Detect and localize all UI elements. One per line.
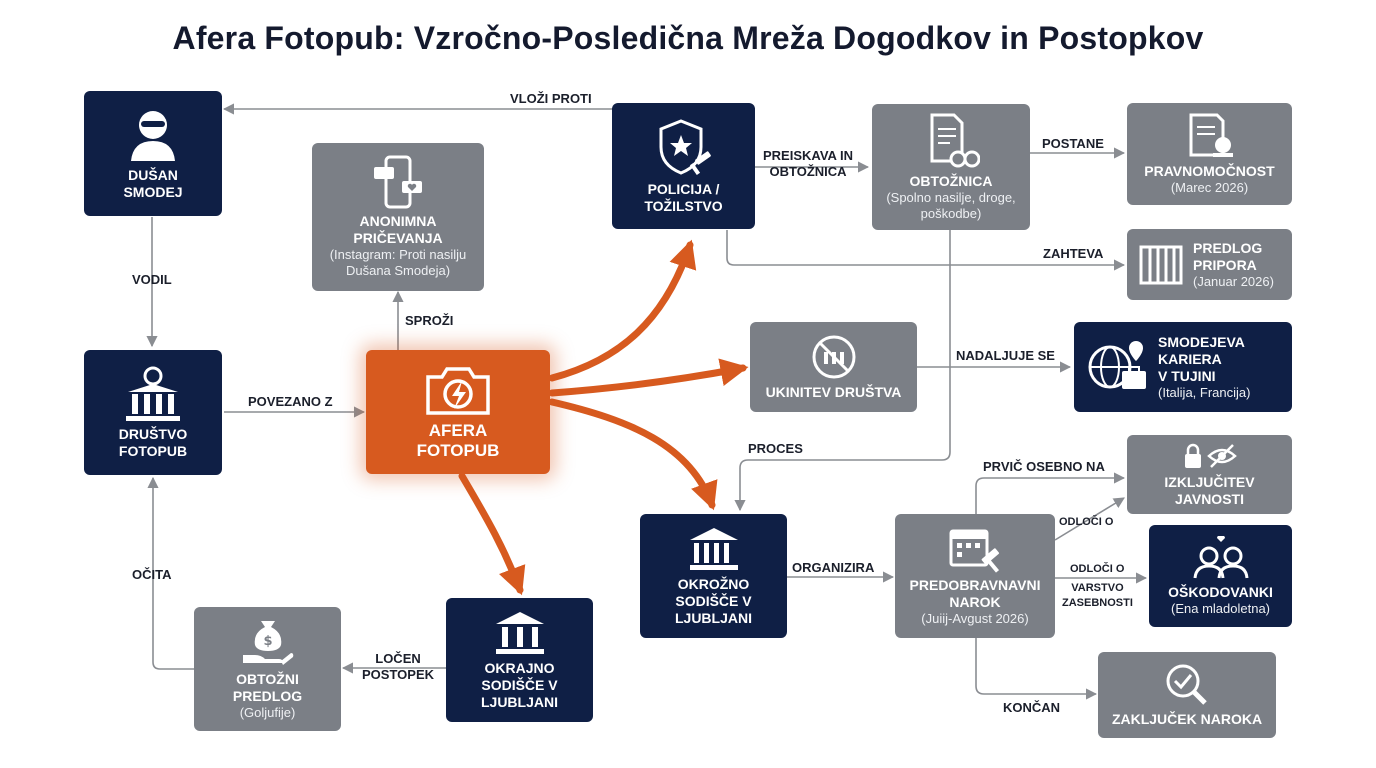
edge-koncan [975,638,1098,700]
node-afera-fotopub: AFERA FOTOPUB [366,350,550,474]
edge-label-postane: POSTANE [1042,136,1104,151]
node-drustvo-fotopub: DRUŠTVO FOTOPUB [84,350,222,475]
node-subtitle: (Goljufije) [239,705,296,720]
node-subtitle: (Juiij-Avgust 2026) [921,611,1029,626]
phone-messages-icon [374,155,422,209]
calendar-gavel-icon [949,529,1000,573]
lock-eye-icon [1184,443,1237,468]
node-predobravnavni-narok: PREDOBRAVNAVNI NAROK (Juiij-Avgust 2026) [895,514,1055,638]
edge-label-preiskava-in-obtoznica: PREISKAVA IN OBTOŽNICA [763,148,854,179]
two-women-icon [1193,535,1248,578]
edge-label-varstvo-zasebnosti: VARSTVO ZASEBNOSTI [1062,582,1133,609]
edge-label-sprozi: SPROŽI [405,313,454,328]
edge-label-povezano-z: POVEZANO Z [248,394,333,409]
money-bag-hand-icon: $ [242,621,293,665]
edge-label-zahteva: ZAHTEVA [1043,246,1104,261]
node-obtozni-predlog: $ OBTOŽNI PREDLOG (Goljufije) [194,607,341,731]
node-title: PREDLOG PRIPORA [1193,239,1263,273]
edge-label-organizira: ORGANIZIRA [792,560,875,575]
edge-afera-okrozno [548,398,718,511]
edge-label-odloci-o-izkljucitev: ODLOČI O [1059,516,1114,528]
node-predlog-pripora: PREDLOG PRIPORA (Januar 2026) [1127,229,1292,300]
edge-label-nadaljuje-se: NADALJUJE SE [956,348,1055,363]
node-okrozno-sodisce: OKROŽNO SODIŠČE V LJUBLJANI [640,514,787,638]
certificate-icon [1189,113,1233,157]
node-title: SMODEJEVA KARIERA V TUJINI [1158,333,1245,384]
node-title: PRAVNOMOČNOST [1144,162,1275,179]
node-izkljucitev-javnosti: IZKLJUČITEV JAVNOSTI [1127,435,1292,514]
node-title: OKRAJNO SODIŠČE V LJUBLJANI [480,659,558,710]
camera-lightning-icon [426,367,490,415]
node-subtitle: (Ena mladoletna) [1171,600,1270,616]
node-subtitle: (Spolno nasilje, droge, poškodbe) [886,189,1016,221]
node-subtitle: (Instagram: Proti nasilju Dušana Smodeja… [329,247,467,278]
globe-suitcase-icon [1088,341,1146,389]
edge-label-odloci-o-oskodovanki: ODLOČI O [1070,563,1125,575]
svg-text:$: $ [263,634,272,649]
edge-label-prvic-osebno-na: PRVIČ OSEBNO NA [983,459,1105,474]
edge-ocita [147,476,196,670]
node-policija-tozilstvo: POLICIJA / TOŽILSTVO [612,103,755,229]
edge-afera-okrajno [458,472,526,596]
node-title: IZKLJUČITEV JAVNOSTI [1164,473,1255,507]
node-title: ANONIMNA PRIČEVANJA [353,213,443,246]
edge-label-proces: PROCES [748,441,803,456]
node-title: OBTOŽNI PREDLOG [232,671,303,704]
node-kariera-v-tujini: SMODEJEVA KARIERA V TUJINI (Italija, Fra… [1074,322,1292,412]
node-subtitle: (Italija, Francija) [1158,384,1251,400]
edge-label-koncan: KONČAN [1003,700,1061,715]
edge-odloci-izkljucitev [1054,497,1125,541]
edge-label-vodil: VODIL [132,272,172,287]
document-handcuffs-icon [930,113,980,167]
building-camera-icon [126,366,180,421]
node-title: OBTOŽNICA [909,172,993,189]
person-icon [131,110,175,161]
node-subtitle: (Marec 2026) [1170,179,1249,195]
courthouse-icon [495,611,544,654]
node-ukinitev-drustva: UKINITEV DRUŠTVA [750,322,917,412]
edge-prvic [975,472,1126,514]
edge-policija-down [726,230,1126,271]
node-okrajno-sodisce: OKRAJNO SODIŠČE V LJUBLJANI [446,598,593,722]
node-anonimna-pricevanja: ANONIMNA PRIČEVANJA (Instagram: Proti na… [312,143,484,291]
node-title: OŠKODOVANKI [1168,583,1273,600]
node-title: UKINITEV DRUŠTVA [765,383,902,400]
node-obtoznica: OBTOŽNICA (Spolno nasilje, droge, poškod… [872,104,1030,230]
courthouse-icon [689,527,738,570]
node-subtitle: (Januar 2026) [1193,273,1274,289]
edge-trunk [734,207,951,512]
node-pravnomocnost: PRAVNOMOČNOST (Marec 2026) [1127,103,1292,205]
magnifier-check-icon [1166,664,1207,705]
node-title: PREDOBRAVNAVNI NAROK [909,577,1041,610]
node-zakljucek-naroka: ZAKLJUČEK NAROKA [1098,652,1276,738]
edge-afera-ukinitev [548,358,749,397]
edge-label-vlozi-proti: VLOŽI PROTI [510,91,592,106]
prohibited-building-icon [812,335,855,378]
edge-label-locen-postopek: LOČEN POSTOPEK [362,651,435,682]
node-title: OKROŽNO SODIŠČE V LJUBLJANI [674,575,752,626]
node-title: ZAKLJUČEK NAROKA [1111,710,1263,727]
node-title: DRUŠTVO FOTOPUB [118,425,188,459]
edge-afera-policija [548,239,697,382]
node-title: POLICIJA / TOŽILSTVO [644,181,723,214]
node-title: DUŠAN SMODEJ [123,166,183,200]
node-title: AFERA FOTOPUB [416,421,500,460]
node-dusan-smodej: DUŠAN SMODEJ [84,91,222,216]
diagram-title: Afera Fotopub: Vzročno-Posledična Mreža … [172,20,1204,56]
edge-label-ocita: OČITA [132,567,172,582]
police-shield-icon [659,119,711,176]
jail-icon [1139,245,1183,284]
node-oskodovanki: OŠKODOVANKI (Ena mladoletna) [1149,525,1292,627]
